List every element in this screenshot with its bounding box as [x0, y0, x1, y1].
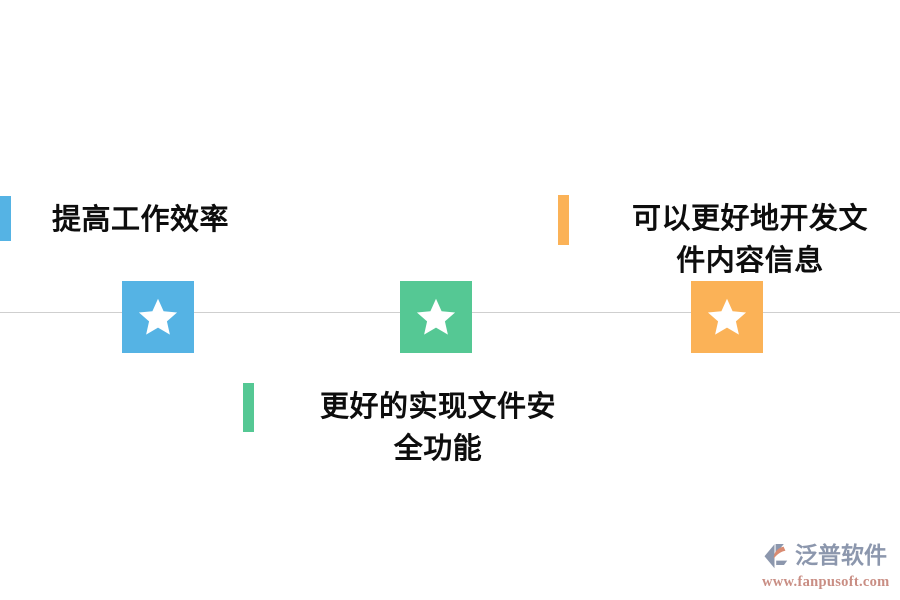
star-icon	[415, 296, 457, 338]
watermark-brand-row: 泛普软件	[762, 540, 894, 572]
callout-label-1: 提高工作效率	[52, 202, 230, 236]
milestone-marker-2[interactable]	[400, 281, 472, 353]
accent-bar-2	[243, 383, 254, 432]
accent-bar-1	[0, 196, 11, 241]
callout-label-2: 更好的实现文件安 全功能	[319, 389, 556, 465]
star-icon	[706, 296, 748, 338]
watermark-brand-text: 泛普软件	[795, 543, 887, 569]
fanpusoft-logo-icon	[762, 542, 792, 570]
callout-label-3: 可以更好地开发文 件内容信息	[631, 201, 868, 277]
watermark: 泛普软件 www.fanpusoft.com	[762, 540, 894, 592]
accent-bar-3	[558, 195, 569, 245]
milestone-marker-1[interactable]	[122, 281, 194, 353]
milestone-marker-3[interactable]	[691, 281, 763, 353]
star-icon	[137, 296, 179, 338]
watermark-url-text: www.fanpusoft.com	[762, 574, 890, 590]
